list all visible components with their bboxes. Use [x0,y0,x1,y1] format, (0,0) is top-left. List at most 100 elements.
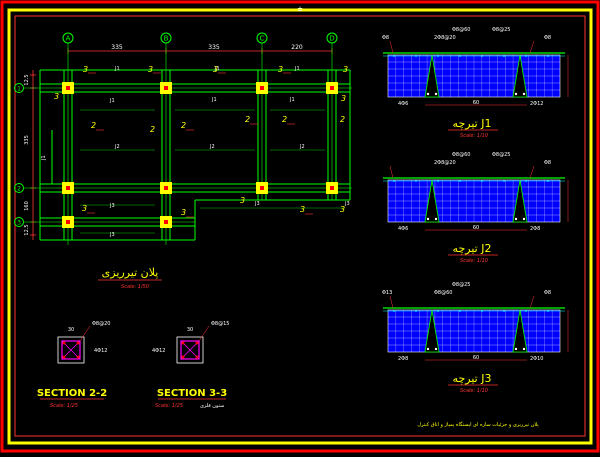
slab-number: 2 [245,115,250,124]
joist-annotation: Φ8 [544,35,551,41]
slab-number: 2 [282,115,287,124]
joist-tag: J2 [209,144,215,150]
joist-annotation: Φ8@60 [452,152,470,158]
dimension-label: 335 [208,44,220,51]
dimension-label: 160 [24,201,30,211]
svg-text:D: D [329,35,334,43]
stirrup [180,340,200,360]
section-scale: Scale: 1/25 [50,403,78,409]
section-3-3: 30 Φ8@15 4Φ12 SECTION 3-3 Scale: 1/25 ست… [152,321,229,409]
stirrup [61,340,81,360]
joist-annotation: 2Φ8@20 [434,160,456,166]
slab-number: 3 [340,205,345,214]
joist-annotation: Φ13 [382,290,392,296]
dimension-label: 335 [111,44,123,51]
frame-border [14,15,586,437]
axis-bubble-a: A [62,32,74,44]
section-side-note: 4Φ12 [94,348,107,354]
dimension-label: 220 [291,44,303,51]
top-marker: ± [297,5,303,13]
plan-title: پلان تیرریزی [102,266,159,279]
joist-title: تیرچه J2 [453,242,492,255]
axis-bubble-c: C [256,32,268,44]
joist-title: تیرچه J3 [453,372,492,385]
joist-tag: J2 [299,144,305,150]
joist-tag: J1 [41,155,47,161]
joist-annotation: Φ8 [544,290,551,296]
joist-annotation: 60 [473,225,479,231]
svg-text:3: 3 [17,220,21,227]
beam-lines [39,69,351,241]
slab-number: 3 [341,94,346,103]
axis-bubble-b: B [160,32,172,44]
slab-number: 2 [181,121,186,130]
svg-text:C: C [260,35,265,43]
joist-tag: J1 [109,98,115,104]
joist-annotation: Φ8@25 [492,27,510,33]
svg-text:A: A [66,35,71,43]
joist-scale: Scale: 1/10 [460,133,488,139]
joist-annotation: Φ8@25 [452,282,470,288]
leader-flags [87,72,313,218]
joist-annotation: 4Φ6 [398,226,408,232]
joist-annotation: Φ8@60 [434,290,452,296]
slab-number: 3 [83,65,88,74]
joist-annotation: 60 [473,100,479,106]
section-width: 30 [68,327,74,333]
section-title: SECTION 2-2 [37,388,107,399]
joist-annotation: Φ8 [382,35,389,41]
joist-scale: Scale: 1/10 [460,388,488,394]
joist-tag: J1 [214,66,220,72]
section-title: SECTION 3-3 [157,388,227,399]
inner-border [7,8,593,445]
grid-axis-lines [24,43,352,245]
joist-annotation: Φ8 [544,160,551,166]
dimension-label: 335 [24,135,30,145]
section-top-note: Φ8@15 [211,321,229,327]
section-extra: ستون فلزی [200,403,224,409]
joist-tag: J3 [109,203,115,209]
joist-tag: J3 [109,232,115,238]
section-outline [176,336,204,364]
axis-bubble-d: D [326,32,338,44]
joist-annotation: Φ8@60 [452,27,470,33]
section-width: 30 [187,327,193,333]
joist-tag: J1 [294,66,300,72]
slab-number: 3 [278,65,283,74]
dimension-label: 12.5 [24,74,30,85]
plan-scale: Scale: 1/50 [121,284,149,290]
joist-annotation: 2Φ12 [530,101,543,107]
joist-tag: J2 [114,144,120,150]
slab-number: 3 [240,196,245,205]
slab-number: 2 [150,125,155,134]
joist-annotation: 60 [473,355,479,361]
joist-annotation: 2Φ8 [398,356,408,362]
section-2-2: 30 Φ8@20 4Φ12 SECTION 2-2 Scale: 1/25 [37,321,111,409]
slab-number: 3 [82,204,87,213]
joist-tag: J3 [344,201,350,207]
joist-annotation: 2Φ8@20 [434,35,456,41]
section-outline [57,336,85,364]
slab-number: 3 [213,65,218,74]
joist-tag: J1 [289,97,295,103]
beam-plan: 335 335 220 12.5 335 160 12.5 A B C D [14,32,352,290]
section-scale: Scale: 1/25 [155,403,183,409]
joist-annotation: 4Φ6 [398,101,408,107]
slab-number: 3 [181,208,186,217]
axis-bubble-3: 3 [14,217,24,227]
joist-annotation: 2Φ10 [530,356,543,362]
joist-tag: J1 [114,66,120,72]
section-top-note: Φ8@20 [92,321,110,327]
joist-annotation: Φ8@25 [492,152,510,158]
columns [62,82,338,228]
svg-text:B: B [164,35,169,43]
slab-number: 3 [343,65,348,74]
joist-annotation: 2Φ8 [530,226,540,232]
axis-bubble-1: 1 [14,83,24,93]
joist-labels: J1 J1 J1 J1 J2 J2 J2 J1 J1 J1 J3 J3 J3 J… [41,66,350,238]
